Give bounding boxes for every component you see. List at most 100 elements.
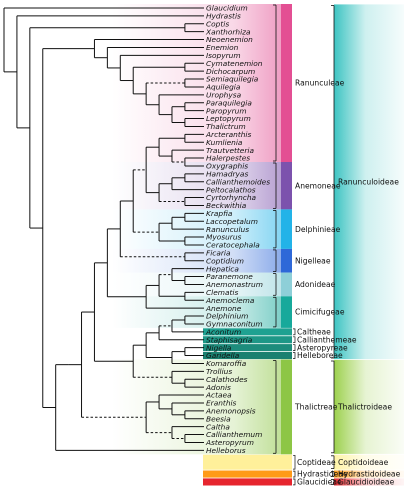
subfamily-label-thalictroideae: Thalictroideae [337,403,392,412]
genus-nigella: Nigella [206,343,232,352]
strip-coptideae [203,454,292,470]
genus-cyrtorhyncha: Cyrtorhyncha [206,193,257,202]
genus-komaroffia: Komaroffia [206,359,247,368]
genus-callianthemoides: Callianthemoides [206,177,270,186]
tribe-anemoneae: Anemoneae [273,162,341,209]
bar-adonideae [281,272,292,297]
genus-xanthorhiza: Xanthorhiza [205,27,251,36]
strip-callianthemeae [203,336,292,344]
bar-delphinieae [281,209,292,249]
tribe-glaucidieae: Glaucidieae [293,478,342,487]
tribe-label-coptideae: Coptideae [297,458,336,467]
tribe-delphinieae: Delphinieae [273,209,341,249]
genus-myosurus: Myosurus [206,233,242,242]
genus-arcteranthis: Arcteranthis [205,130,251,139]
tribe-label-nigelleae: Nigelleae [295,256,331,265]
tribe-label-anemoneae: Anemoneae [295,181,341,190]
genus-gymnaconitum: Gymnaconitum [206,320,263,329]
tribe-label-hydrastideae: Hydrastideae [297,470,348,479]
subfamily-label-ranunculoideae: Ranunculoideae [338,177,399,186]
tribe-adonideae: Adonideae [273,273,336,296]
genus-thalictrum: Thalictrum [206,122,246,131]
genus-aquilegia: Aquilegia [205,83,241,92]
genus-anemoclema: Anemoclema [205,296,255,305]
genus-ceratocephala: Ceratocephala [206,241,260,250]
tribe-nigelleae: Nigelleae [273,249,331,273]
genus-trautvetteria: Trautvetteria [206,146,254,155]
tree-branches [3,7,204,451]
genus-staphisagria: Staphisagria [206,335,253,344]
subfamily-label-glaucidioideae: Glaucidioideae [338,478,395,487]
genus-callianthemum: Callianthemum [206,430,262,439]
genus-caltha: Caltha [206,422,230,431]
tribe-asteropyreae: Asteropyreae [293,343,348,352]
genus-eranthis: Eranthis [206,399,237,408]
tribe-helleboreae: Helleboreae [293,351,343,360]
genus-delphinium: Delphinium [206,312,248,321]
bar-anemoneae [281,162,292,210]
genus-semiaquilegia: Semiaquilegia [206,75,259,84]
genus-helleborus: Helleborus [206,446,246,455]
subfamily-label-hydrastidoideae: Hydrastidoideae [338,470,401,479]
genus-peltocalathos: Peltocalathos [206,185,256,194]
tribe-label-delphinieae: Delphinieae [295,225,341,234]
genus-beckwithia: Beckwithia [206,201,247,210]
genus-clematis: Clematis [206,288,238,297]
subfamily-band-hydrastidoideae [334,470,404,478]
strip-helleboreae [203,352,292,360]
bar-thalictreae [281,359,292,455]
genus-cymatenemion: Cymatenemion [206,59,263,68]
genus-garidella: Garidella [206,351,240,360]
subfamily-bars: RanunculoideaeThalictroideaeCoptidoideae… [331,4,404,487]
genus-krapfia: Krapfia [206,209,233,218]
bar-nigelleae [281,248,292,273]
tribe-cimicifugeae: Cimicifugeae [273,296,345,328]
genus-adonis: Adonis [205,383,231,392]
genus-calathodes: Calathodes [206,375,248,384]
tribe-label-adonideae: Adonideae [295,280,336,289]
genus-coptis: Coptis [206,19,229,28]
tribe-coptideae: Coptideae [293,454,336,470]
strip-glaucidieae [203,478,292,486]
tribe-label-glaucidieae: Glaucidieae [297,478,342,487]
subfamily-label-coptidoideae: Coptidoideae [338,458,389,467]
genus-coptidium: Coptidium [206,256,244,265]
strip-hydrastideae [203,470,292,478]
band-thalictreae [112,359,281,455]
tribe-label-ranunculeae: Ranunculeae [295,79,345,88]
genus-urophysa: Urophysa [206,90,242,99]
strip-asteropyreae [203,344,292,352]
genus-enemion: Enemion [206,43,239,52]
genus-hydrastis: Hydrastis [206,11,241,20]
genus-isopyrum: Isopyrum [206,51,241,60]
tribe-ranunculeae: Ranunculeae [273,4,345,162]
genus-halerpestes: Halerpestes [206,154,250,163]
genus-kumlienia: Kumlienia [206,138,243,147]
subfamily-band-thalictroideae [334,359,404,454]
tribe-label-helleboreae: Helleboreae [297,351,343,360]
genus-labels: GlaucidiumHydrastisCoptisXanthorhizaNeoe… [205,4,270,455]
genus-paropyrum: Paropyrum [206,106,247,115]
genus-trollius: Trollius [206,367,232,376]
genus-hamadryas: Hamadryas [206,169,248,178]
tribe-label-cimicifugeae: Cimicifugeae [295,308,345,317]
band-ranunculeae [112,4,281,162]
genus-laccopetalum: Laccopetalum [206,217,258,226]
subfamily-band-coptidoideae [334,454,404,470]
bar-ranunculeae [281,4,292,162]
genus-aconitum: Aconitum [205,327,241,336]
genus-paranemone: Paranemone [206,272,253,281]
tribe-label-thalictreae: Thalictreae [294,403,338,412]
tribe-label-caltheae: Caltheae [297,327,331,336]
genus-anemonopsis: Anemonopsis [205,406,256,415]
tribe-brackets: RanunculeaeAnemoneaeDelphinieaeNigelleae… [273,4,357,487]
genus-neoenemion: Neoenemion [206,35,253,44]
genus-ficaria: Ficaria [206,248,231,257]
genus-glaucidium: Glaucidium [206,4,248,13]
genus-oxygraphis: Oxygraphis [206,162,248,171]
genus-ranunculus: Ranunculus [206,225,249,234]
tribe-label-callianthemeae: Callianthemeae [297,335,357,344]
subfamily-band-ranunculoideae [334,4,404,360]
bar-cimicifugeae [281,296,292,328]
genus-hepatica: Hepatica [206,264,239,273]
